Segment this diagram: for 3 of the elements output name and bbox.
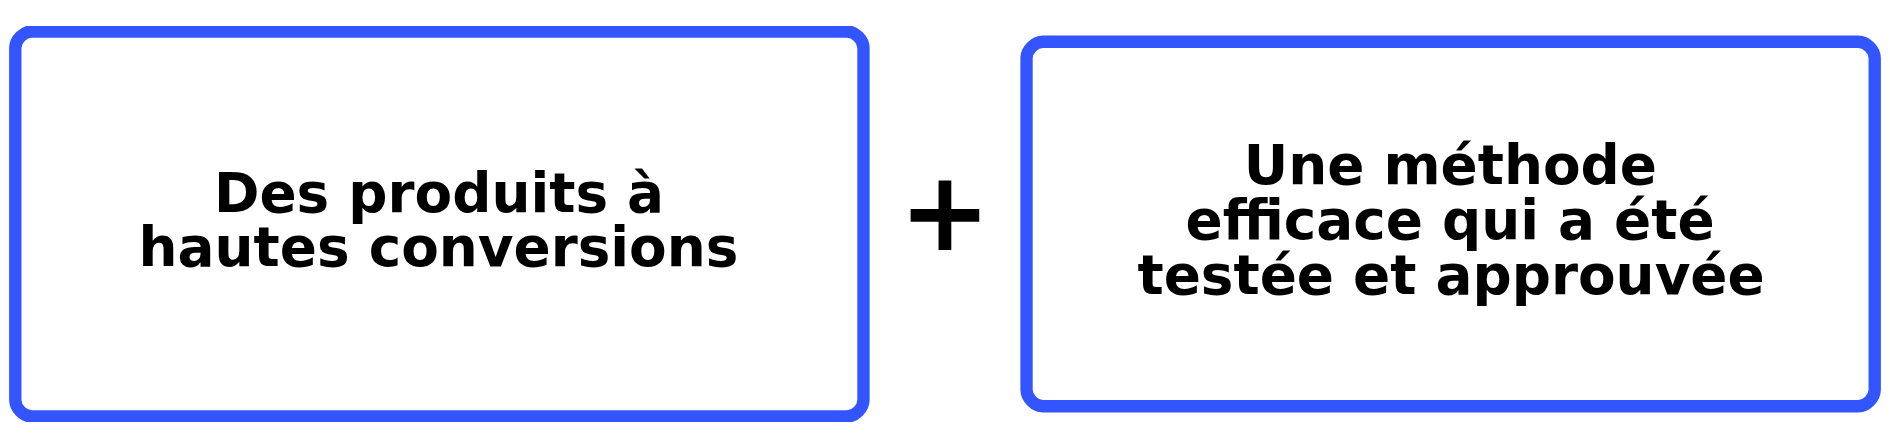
node-box: Une méthode efficace qui a été testée et approuvée [1020,35,1881,413]
label: + [899,148,991,277]
node-box: Des produits à hautes conversions [9,26,870,422]
